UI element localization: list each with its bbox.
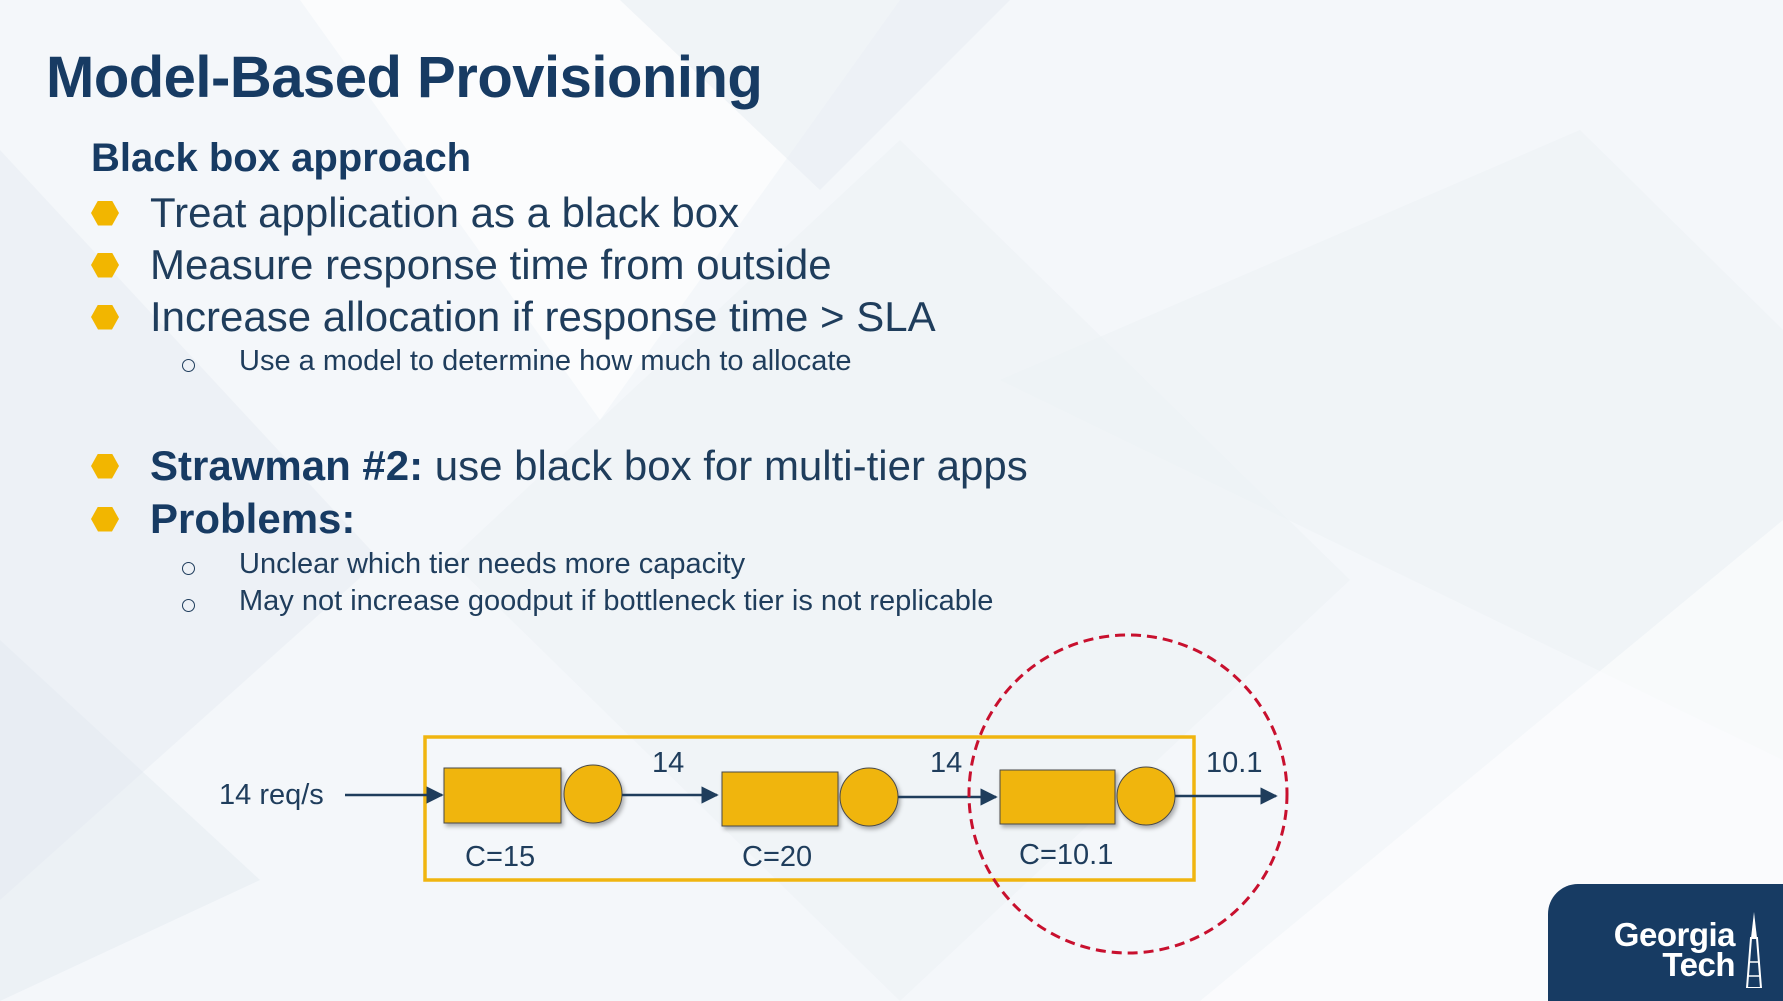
bottleneck-highlight-circle xyxy=(967,633,1289,955)
tier-1-output-rate: 14 xyxy=(652,747,684,779)
tier-1-queue xyxy=(443,767,562,824)
sub-bullet-text: Use a model to determine how much to all… xyxy=(239,344,852,377)
bullet-text: Treat application as a black box xyxy=(150,189,740,236)
black-box-outline xyxy=(423,735,1196,882)
sub-bullet-item: Unclear which tier needs more capacity xyxy=(182,545,745,583)
bullet-item: Problems: xyxy=(91,492,355,546)
bullet-item: Strawman #2: use black box for multi-tie… xyxy=(91,439,1028,493)
strawman-label: Strawman #2: xyxy=(150,442,424,489)
bullet-item: Measure response time from outside xyxy=(91,238,832,292)
tier-2-capacity: C=20 xyxy=(742,841,812,873)
sub-bullet-item: May not increase goodput if bottleneck t… xyxy=(182,582,993,620)
sub-bullet-item: Use a model to determine how much to all… xyxy=(182,342,852,380)
tier-1-capacity: C=15 xyxy=(465,841,535,873)
tech-tower-icon xyxy=(1745,912,1763,988)
circle-bullet-icon xyxy=(182,598,195,612)
tier-2-output-rate: 14 xyxy=(930,747,962,779)
input-rate-label: 14 req/s xyxy=(219,779,324,811)
slide-title: Model-Based Provisioning xyxy=(46,45,763,110)
sub-bullet-text: May not increase goodput if bottleneck t… xyxy=(239,584,994,617)
subheading: Black box approach xyxy=(91,136,472,180)
bullet-text: Increase allocation if response time > S… xyxy=(150,293,936,340)
circle-bullet-icon xyxy=(182,561,195,575)
bullet-item: Treat application as a black box xyxy=(91,186,739,240)
logo-line-1: Georgia xyxy=(1613,916,1736,953)
circle-bullet-icon xyxy=(182,358,195,372)
tier-2-server xyxy=(839,767,899,827)
sub-bullet-text: Unclear which tier needs more capacity xyxy=(239,547,746,580)
bullet-text: Measure response time from outside xyxy=(150,241,832,288)
tier-2-queue xyxy=(721,771,839,827)
tier-3-capacity: C=10.1 xyxy=(1019,839,1113,871)
logo-line-2: Tech xyxy=(1662,946,1735,983)
tier-3-queue xyxy=(999,769,1116,825)
tier-3-server xyxy=(1116,766,1176,826)
strawman-text: use black box for multi-tier apps xyxy=(423,442,1028,489)
tier-3-output-rate: 10.1 xyxy=(1206,747,1262,779)
bullet-item: Increase allocation if response time > S… xyxy=(91,290,936,344)
hexagon-bullet-icon xyxy=(91,200,119,226)
problems-label: Problems: xyxy=(150,495,356,542)
tier-1-server xyxy=(563,764,623,824)
logo-text: Georgia Tech xyxy=(1613,916,1736,983)
georgia-tech-logo: Georgia Tech xyxy=(1548,884,1783,1001)
